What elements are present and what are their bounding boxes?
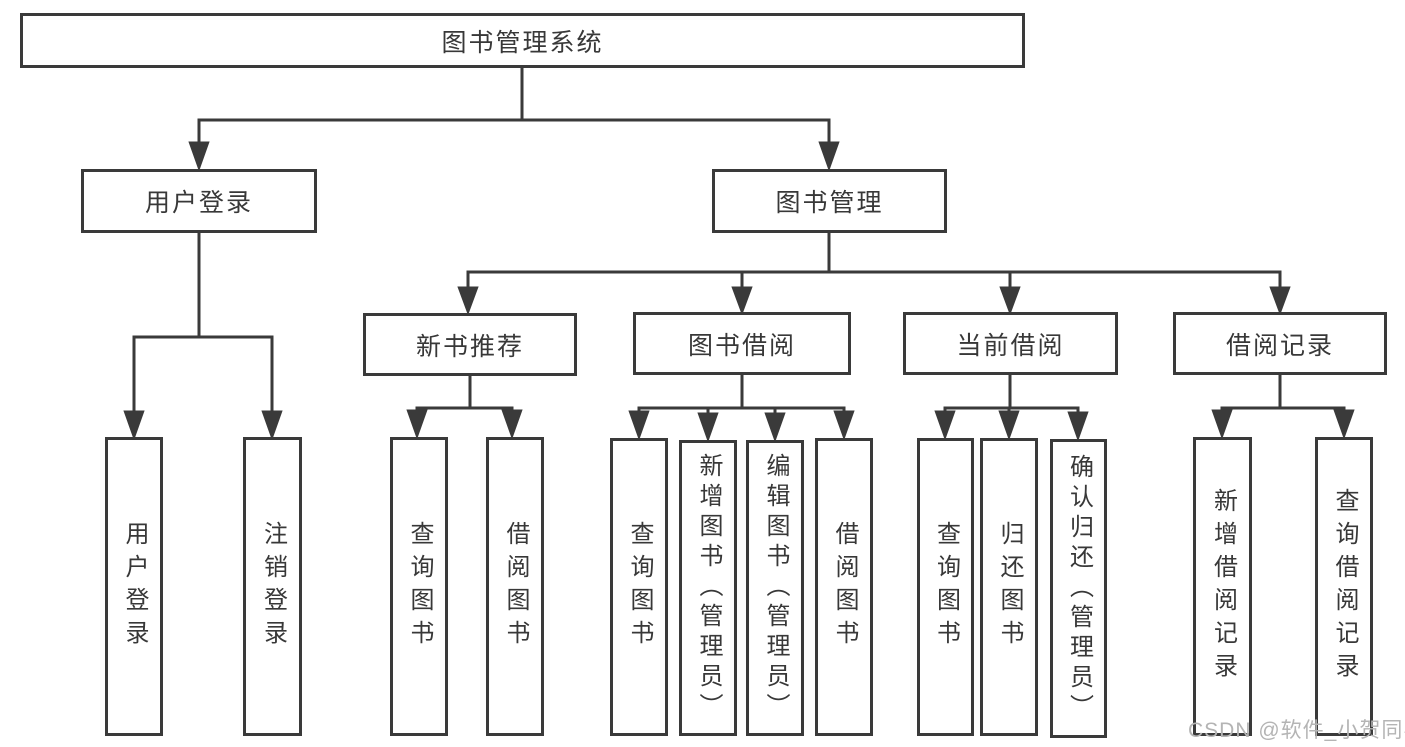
node-label: 用户登录 — [144, 189, 253, 217]
leaf-confirm-return-admin: 确认归还（管理员） — [1050, 439, 1107, 738]
connector-book-management-to-level3 — [457, 233, 1291, 316]
leaf-label: 用户登录 — [121, 520, 148, 653]
leaf-label: 编辑图书（管理员） — [762, 453, 789, 723]
connector-root-to-level2 — [188, 68, 840, 172]
node-book-borrow: 图书借阅 — [633, 312, 851, 375]
leaf-edit-books-admin: 编辑图书（管理员） — [746, 440, 804, 736]
leaf-borrow-books: 借阅图书 — [815, 438, 873, 736]
node-current-borrow: 当前借阅 — [903, 312, 1118, 375]
leaf-label: 查询图书 — [406, 520, 433, 653]
leaf-label: 借阅图书 — [502, 520, 529, 653]
node-library-management-system: 图书管理系统 — [20, 13, 1025, 68]
node-label: 图书借阅 — [687, 331, 796, 360]
node-label: 借阅记录 — [1225, 331, 1334, 360]
connector-new-book-recommend — [406, 376, 523, 440]
leaf-label: 归还图书 — [996, 521, 1023, 653]
node-new-book-recommend: 新书推荐 — [363, 313, 577, 376]
leaf-add-borrow-record: 新增借阅记录 — [1193, 437, 1252, 736]
leaf-label: 借阅图书 — [831, 521, 858, 653]
leaf-label: 查询图书 — [626, 521, 653, 653]
node-borrow-records: 借阅记录 — [1173, 312, 1387, 375]
node-user-login: 用户登录 — [81, 169, 317, 233]
leaf-query-books: 查询图书 — [390, 437, 448, 736]
connector-borrow-records — [1211, 375, 1355, 440]
connector-book-borrow — [628, 375, 855, 443]
leaf-query-borrow-record: 查询借阅记录 — [1315, 437, 1373, 736]
leaf-label: 查询图书 — [932, 521, 960, 653]
node-label: 新书推荐 — [415, 332, 524, 361]
leaf-add-books-admin: 新增图书（管理员） — [679, 440, 737, 736]
node-label: 图书管理 — [775, 189, 884, 217]
node-label: 图书管理系统 — [441, 28, 604, 57]
node-label: 当前借阅 — [956, 331, 1065, 360]
leaf-label: 新增图书（管理员） — [695, 453, 722, 723]
leaf-user-login: 用户登录 — [105, 437, 163, 736]
connector-user-login-branch — [123, 233, 283, 441]
leaf-query-books: 查询图书 — [610, 438, 668, 736]
connector-current-borrow — [934, 375, 1089, 442]
node-book-management: 图书管理 — [712, 169, 947, 233]
leaf-label: 注销登录 — [259, 520, 287, 653]
leaf-label: 确认归还（管理员） — [1065, 453, 1093, 724]
leaf-label: 新增借阅记录 — [1209, 487, 1237, 686]
leaf-logout: 注销登录 — [243, 437, 302, 736]
leaf-query-books: 查询图书 — [917, 438, 974, 736]
csdn-watermark: CSDN @软件_小贺同学 — [1188, 719, 1405, 742]
leaf-borrow-books: 借阅图书 — [486, 437, 544, 736]
leaf-label: 查询借阅记录 — [1331, 487, 1358, 686]
leaf-return-books: 归还图书 — [980, 438, 1038, 736]
